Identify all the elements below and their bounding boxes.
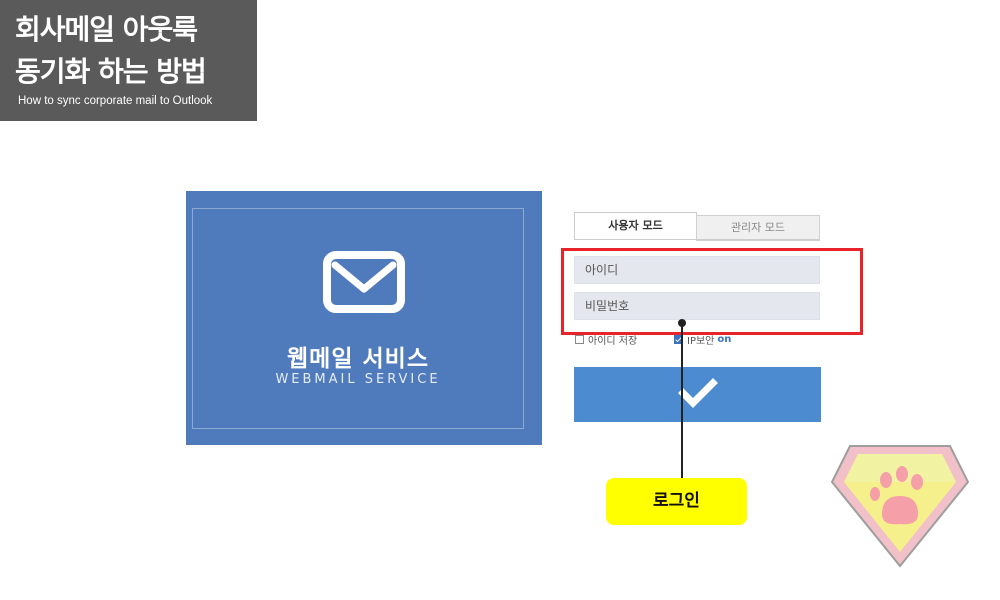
ip-security-label: IP보안 bbox=[687, 336, 715, 347]
save-id-label: 아이디 저장 bbox=[588, 336, 638, 347]
tab-admin-mode[interactable]: 관리자 모드 bbox=[696, 215, 820, 241]
login-button[interactable] bbox=[574, 367, 821, 422]
banner-frame: 웹메일 서비스 WEBMAIL SERVICE bbox=[192, 208, 524, 429]
ip-security-state: on bbox=[717, 334, 732, 345]
banner-title: 웹메일 서비스 bbox=[287, 346, 429, 372]
envelope-icon bbox=[323, 251, 405, 313]
highlight-box bbox=[561, 248, 863, 335]
title-block: 회사메일 아웃룩 동기화 하는 방법 How to sync corporate… bbox=[0, 0, 257, 121]
login-callout: 로그인 bbox=[606, 478, 747, 525]
title-line-2: 동기화 하는 방법 bbox=[15, 55, 207, 88]
paw-shield-logo bbox=[830, 445, 970, 568]
tab-user-mode[interactable]: 사용자 모드 bbox=[574, 212, 697, 239]
checkmark-icon bbox=[677, 378, 718, 408]
title-subtitle: How to sync corporate mail to Outlook bbox=[18, 95, 213, 107]
tab-divider bbox=[574, 239, 820, 240]
pointer-line bbox=[681, 323, 683, 479]
title-line-1: 회사메일 아웃룩 bbox=[15, 13, 198, 46]
save-id-checkbox[interactable] bbox=[575, 335, 584, 344]
webmail-banner: 웹메일 서비스 WEBMAIL SERVICE bbox=[186, 191, 542, 445]
save-id-option[interactable]: 아이디 저장 bbox=[575, 332, 637, 347]
password-input[interactable] bbox=[574, 292, 820, 320]
user-id-input[interactable] bbox=[574, 256, 820, 284]
banner-subtitle: WEBMAIL SERVICE bbox=[275, 372, 441, 387]
